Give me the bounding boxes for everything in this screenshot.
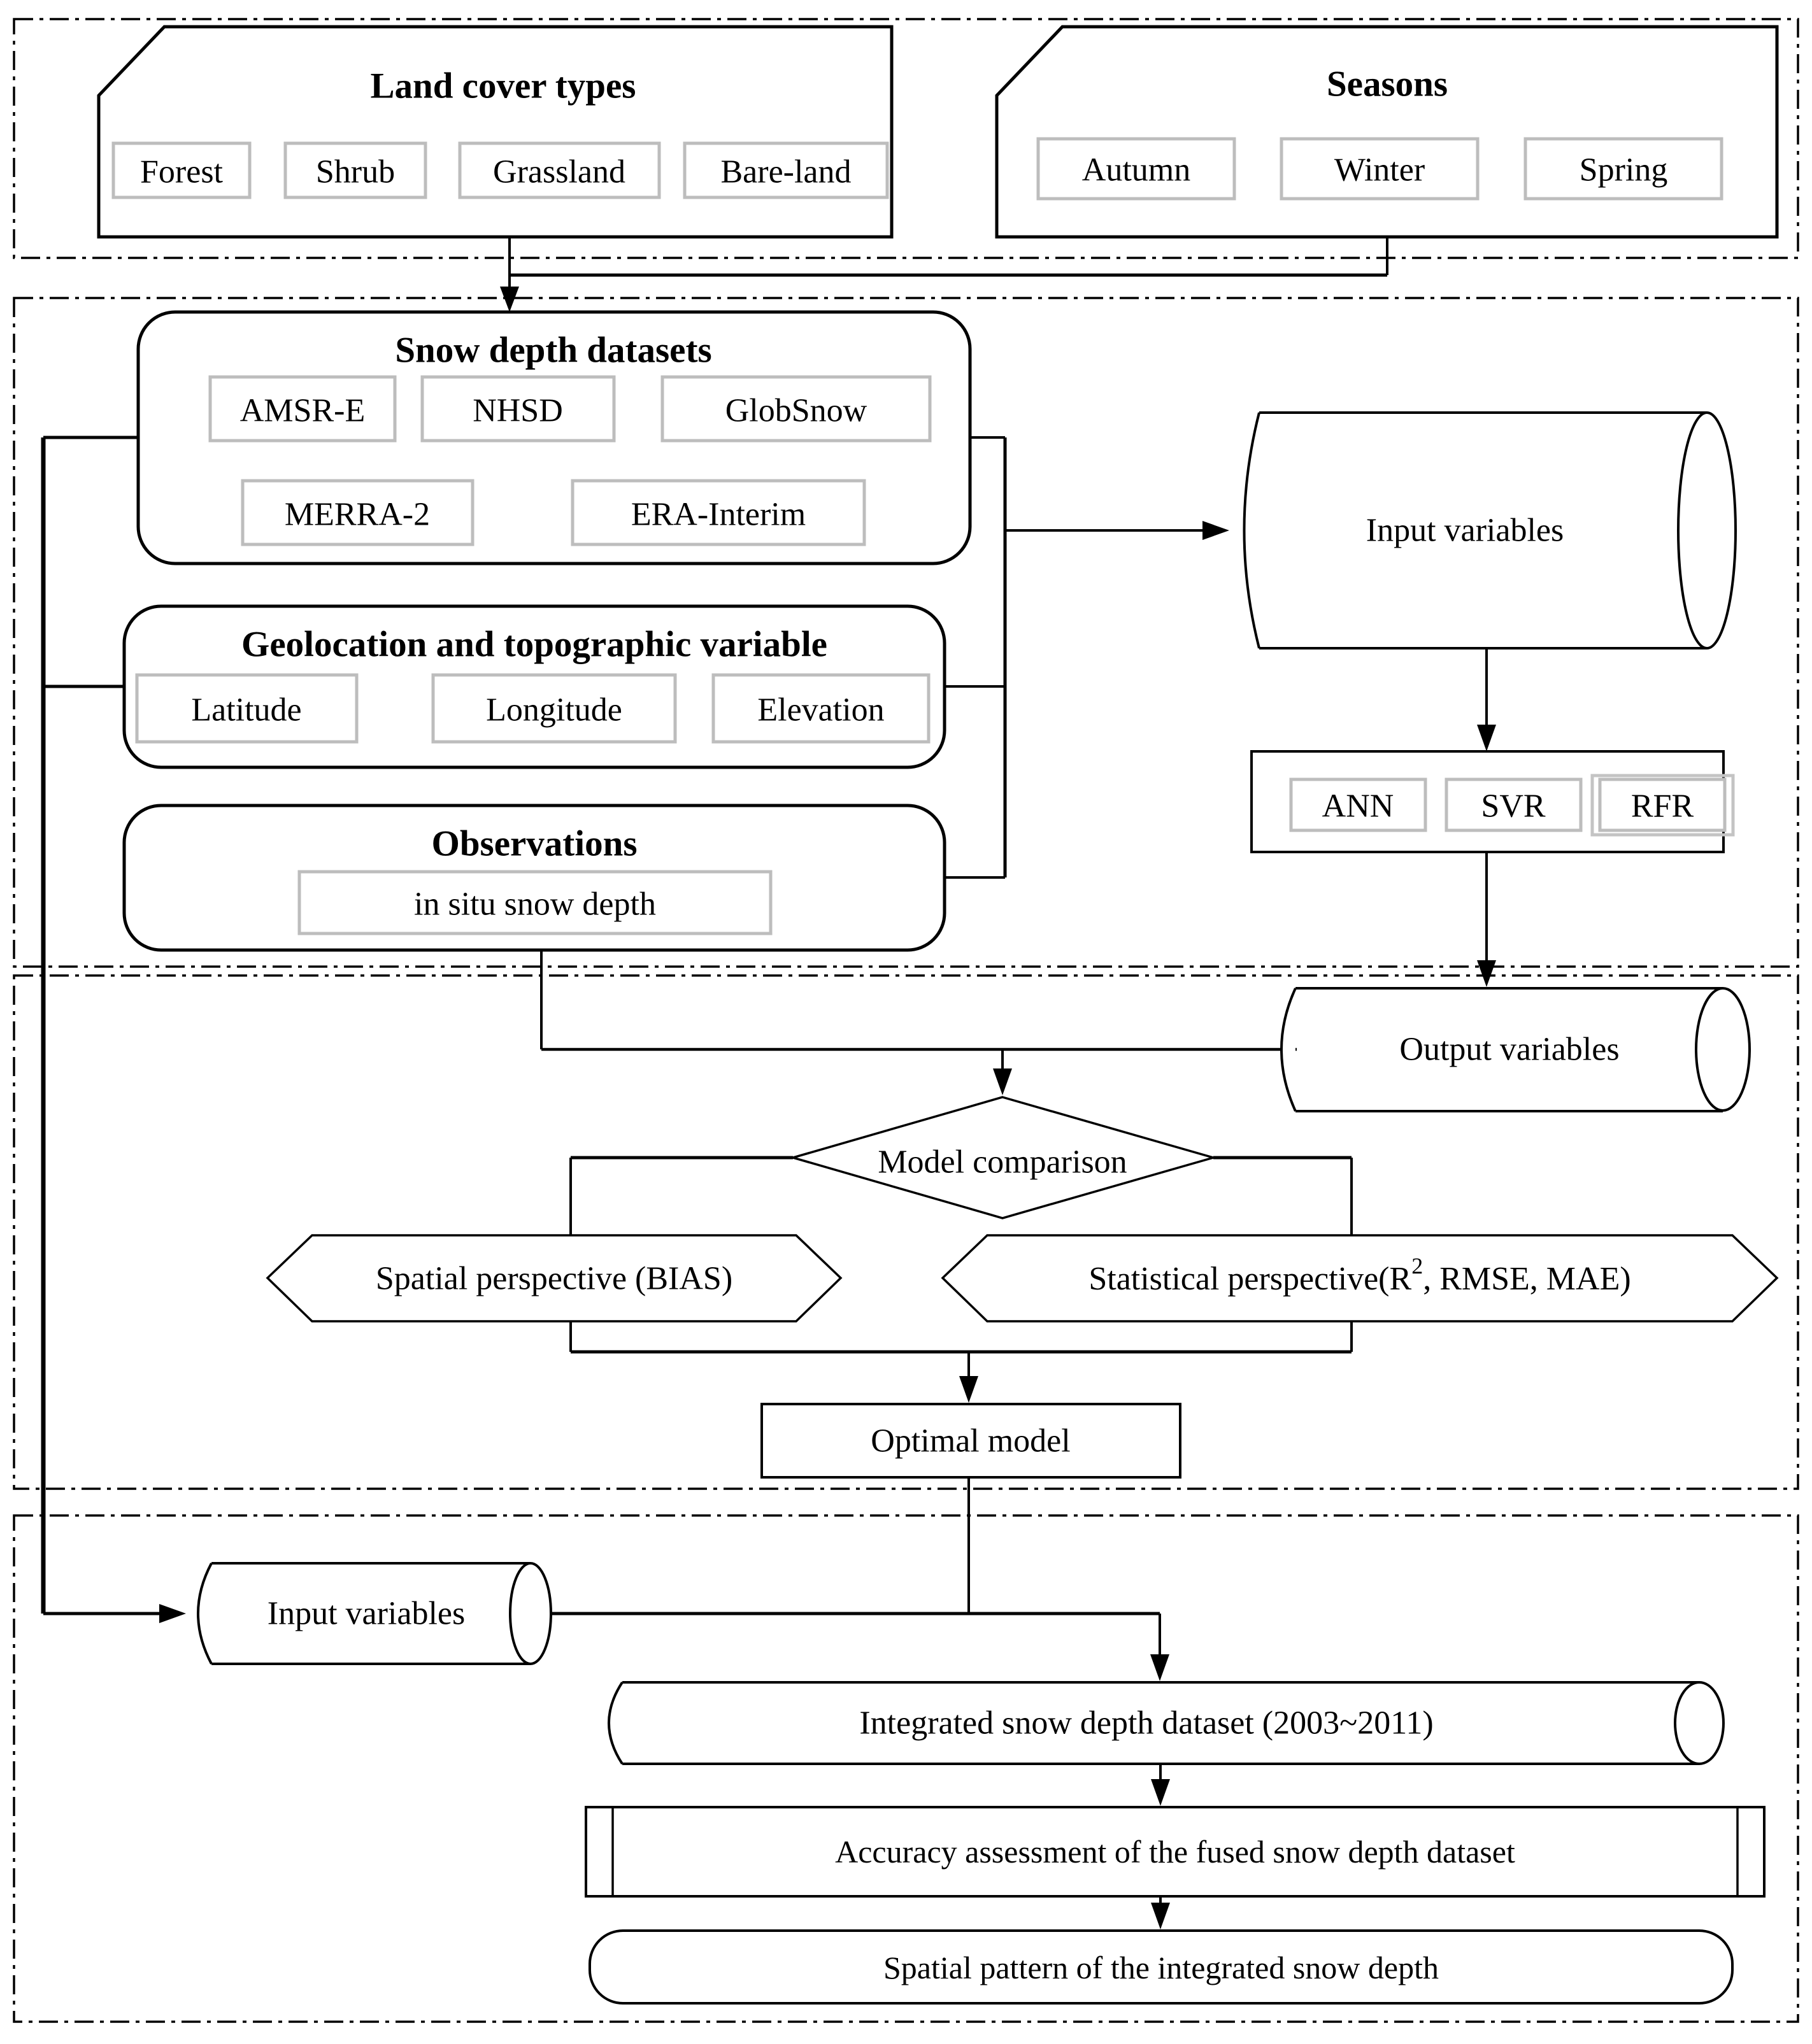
land-cover-box (97, 25, 894, 239)
dataset-item-nhsd: NHSD (473, 393, 563, 429)
arrowhead-into-output (1477, 960, 1496, 987)
dataset-item-box (241, 479, 474, 546)
land-cover-item-grassland: Grassland (493, 154, 625, 190)
arrowhead-into-accuracy (1151, 1779, 1170, 1806)
geolocation-item-latitude: Latitude (191, 692, 301, 728)
section-frame-evaluation (13, 974, 1799, 1490)
geolocation-item-longitude: Longitude (486, 692, 622, 728)
cylinder-left-cap (608, 1681, 624, 1765)
dataset-item-box (660, 375, 932, 443)
accuracy-side-bars (611, 1807, 1739, 1896)
statistical-superscript: 2 (1411, 1253, 1423, 1279)
seasons-item-autumn: Autumn (1082, 152, 1190, 188)
cylinder-left-cap (197, 1563, 213, 1664)
cylinder-body (622, 1681, 1699, 1765)
geolocation-item-box (135, 673, 359, 744)
snow-depth-datasets-title: Snow depth datasets (395, 330, 711, 371)
input-variables-2-label: Input variables (268, 1596, 465, 1632)
spatial-perspective-hexagon (266, 1234, 843, 1323)
models-ghost-box (1590, 774, 1735, 837)
statistical-suffix: , RMSE, MAE) (1423, 1261, 1630, 1297)
model-item-box (1445, 777, 1583, 832)
land-cover-item-box (458, 141, 661, 199)
cylinder-right-cap (1695, 987, 1751, 1112)
accuracy-assessment-box: Accuracy assessment of the fused snow de… (585, 1806, 1766, 1898)
model-item-rfr: RFR (1631, 788, 1694, 825)
land-cover-item-box (683, 141, 889, 199)
model-item-box (1289, 777, 1427, 832)
statistical-perspective-hexagon (941, 1234, 1779, 1323)
cylinder-body (211, 1562, 531, 1665)
seasons-item-box (1280, 137, 1480, 201)
cylinder-right-cap (1677, 411, 1737, 649)
section-frame-inputs (13, 18, 1799, 259)
observations-item-insitu: in situ snow depth (414, 886, 656, 923)
dataset-item-amsre: AMSR-E (240, 393, 365, 429)
accuracy-outer-rect (585, 1806, 1766, 1898)
spatial-pattern-label: Spatial pattern of the integrated snow d… (883, 1950, 1439, 1985)
seasons-item-box (1523, 137, 1723, 201)
dataset-item-erainterim: ERA-Interim (631, 497, 806, 533)
optimal-model-label: Optimal model (871, 1423, 1070, 1459)
optimal-model-box (760, 1403, 1181, 1479)
integrated-dataset-label: Integrated snow depth dataset (2003~2011… (859, 1705, 1433, 1742)
geolocation-item-box (431, 673, 677, 744)
dataset-item-box (571, 479, 866, 546)
arrowhead-into-models (1477, 725, 1496, 751)
statistical-prefix: Statistical perspective(R (1088, 1261, 1411, 1297)
section-frame-application (13, 1514, 1799, 2023)
dataset-item-globsnow: GlobSnow (725, 393, 867, 429)
accuracy-assessment-label: Accuracy assessment of the fused snow de… (835, 1834, 1515, 1870)
arrowhead-into-spatial (1151, 1903, 1170, 1929)
arrowhead-into-optimal (959, 1376, 978, 1403)
seasons-title: Seasons (1327, 64, 1448, 104)
geolocation-item-box (711, 673, 931, 744)
arrowhead-into-integrated (1150, 1654, 1169, 1681)
land-cover-title: Land cover types (371, 66, 636, 106)
output-variables-label: Output variables (1399, 1032, 1619, 1068)
geolocation-item-elevation: Elevation (757, 692, 884, 728)
arrowhead-into-input1 (1202, 521, 1229, 540)
model-comparison-diamond (788, 1096, 1218, 1219)
output-variables-cylinder: Output variables (1280, 987, 1751, 1112)
input-variables-cylinder-2: Input variables (197, 1562, 552, 1665)
section-frame-training (13, 297, 1799, 968)
land-cover-item-box (111, 141, 252, 199)
model-item-ann: ANN (1322, 788, 1394, 825)
land-cover-item-forest: Forest (140, 154, 224, 190)
statistical-perspective-label: Statistical perspective(R2, RMSE, MAE) (1088, 1253, 1630, 1297)
cylinder-right-cap (1674, 1681, 1725, 1765)
cylinder-body (1259, 411, 1707, 649)
spatial-perspective-label: Spatial perspective (BIAS) (376, 1261, 732, 1297)
spatial-pattern-box (589, 1929, 1734, 2005)
cylinder-left-cap (1280, 988, 1297, 1112)
seasons-item-box (1036, 137, 1236, 201)
arrowhead-into-input2 (159, 1604, 186, 1623)
cylinder-left-cap (1243, 412, 1260, 649)
land-cover-item-bareland: Bare-land (720, 154, 851, 190)
model-item-svr: SVR (1481, 788, 1545, 825)
land-cover-item-shrub: Shrub (316, 154, 395, 190)
dataset-item-box (420, 375, 616, 443)
arrowhead-into-datasets (500, 287, 519, 312)
cylinder-body (1295, 987, 1723, 1112)
seasons-item-winter: Winter (1334, 152, 1425, 188)
model-item-box (1598, 777, 1727, 832)
model-comparison-label: Model comparison (878, 1144, 1127, 1181)
input-variables-1-label: Input variables (1366, 513, 1564, 549)
dataset-item-box (208, 375, 397, 443)
arrowhead-into-diamond (993, 1068, 1012, 1095)
integrated-dataset-cylinder: Integrated snow depth dataset (2003~2011… (608, 1681, 1725, 1765)
dataset-item-merra2: MERRA-2 (285, 497, 430, 533)
seasons-box (995, 25, 1779, 239)
land-cover-item-box (283, 141, 427, 199)
observations-item-box (297, 870, 773, 935)
observations-title: Observations (431, 824, 637, 864)
cylinder-right-cap (509, 1562, 552, 1665)
seasons-item-spring: Spring (1580, 152, 1668, 188)
input-variables-cylinder-1: Input variables (1243, 411, 1737, 649)
geolocation-title: Geolocation and topographic variable (241, 625, 827, 665)
